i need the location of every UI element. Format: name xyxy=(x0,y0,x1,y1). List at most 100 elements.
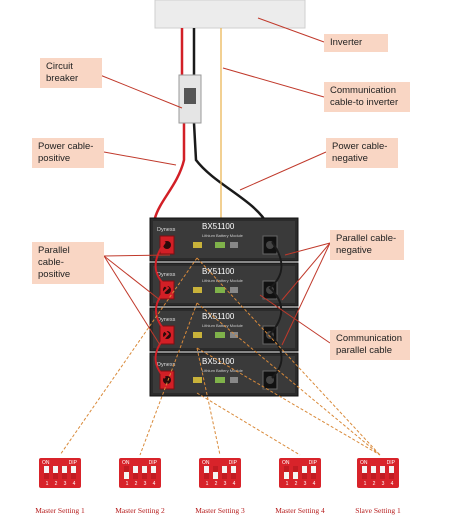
dip-switch-toggle xyxy=(124,466,129,479)
battery-dip-switch xyxy=(193,377,202,383)
dip-switch-toggle xyxy=(380,466,385,479)
power-cable-positive-label: Power cable- positive xyxy=(32,138,104,168)
dip-switch-number: 1 xyxy=(285,481,289,487)
dip-switch-toggle xyxy=(204,466,209,479)
battery-model: BX51100 xyxy=(202,357,235,366)
dip-switch-number: 4 xyxy=(312,481,316,487)
dip-switch-number: 1 xyxy=(205,481,209,487)
battery-status-led xyxy=(215,242,225,248)
dip-switch-toggle xyxy=(222,466,227,479)
battery-subtitle: Lithium Battery Module xyxy=(202,233,244,238)
dip-switch-number: 4 xyxy=(390,481,394,487)
dip-switch-number: 4 xyxy=(232,481,236,487)
dip-switch-toggle xyxy=(151,466,156,479)
dip-dip-text: DIP xyxy=(148,460,157,466)
circuit-breaker-label: Circuit breaker xyxy=(40,58,102,88)
dip-switch-number: 1 xyxy=(363,481,367,487)
dip-switch-toggle xyxy=(44,466,49,479)
dip-switch-number: 4 xyxy=(72,481,76,487)
battery-brand: Dyness xyxy=(157,317,176,323)
inverter-label: Inverter xyxy=(324,34,388,52)
dip-switch-number: 3 xyxy=(143,481,147,487)
battery-model: BX51100 xyxy=(202,312,235,321)
callout-leaders xyxy=(99,17,331,346)
battery-brand: Dyness xyxy=(157,227,176,233)
inverter-unit xyxy=(154,0,306,29)
dip-switch-number: 3 xyxy=(63,481,67,487)
dip-on-text: ON xyxy=(202,460,210,466)
comm-parallel-cable-label: Communication parallel cable xyxy=(330,330,410,360)
dip-switch-toggle xyxy=(362,466,367,479)
dip-on-text: ON xyxy=(360,460,368,466)
power-cable-negative-label: Power cable- negative xyxy=(326,138,398,168)
dip-setting-label: Master Setting 1 xyxy=(35,506,85,515)
dip-switch-toggle xyxy=(62,466,67,479)
battery-status-led xyxy=(215,287,225,293)
battery-dip-switch xyxy=(193,332,202,338)
circuit-breaker xyxy=(178,74,202,124)
dip-switch-toggle xyxy=(133,466,138,479)
comm-cable-inverter-label: Communication cable-to inverter xyxy=(324,82,410,112)
dip-switch-toggle xyxy=(293,466,298,479)
battery-brand: Dyness xyxy=(157,272,176,278)
parallel-cable-negative-label: Parallel cable- negative xyxy=(330,230,404,260)
dip-switch-number: 2 xyxy=(54,481,58,487)
dip-switch-number: 2 xyxy=(372,481,376,487)
dip-switch-toggle xyxy=(284,466,289,479)
battery-subtitle: Lithium Battery Module xyxy=(202,368,244,373)
dip-switch-number: 2 xyxy=(214,481,218,487)
dip-dip-text: DIP xyxy=(386,460,395,466)
parallel-cable-negative xyxy=(268,241,283,379)
dip-setting-label: Master Setting 2 xyxy=(115,506,165,515)
power-cable-negative xyxy=(192,28,270,226)
dip-switch-number: 1 xyxy=(45,481,49,487)
dip-switch-number: 3 xyxy=(303,481,307,487)
dip-setting-label: Master Setting 4 xyxy=(275,506,325,515)
dip-switch-number: 2 xyxy=(294,481,298,487)
dip-switch-toggle xyxy=(53,466,58,479)
battery-status-led xyxy=(215,377,225,383)
dip-switch-number: 4 xyxy=(152,481,156,487)
dip-switch-toggle xyxy=(311,466,316,479)
dip-switch-toggle xyxy=(389,466,394,479)
dip-switch-number: 2 xyxy=(134,481,138,487)
battery-status-led xyxy=(215,332,225,338)
power-cable-positive xyxy=(153,28,186,219)
battery-dip-switch xyxy=(193,242,202,248)
dip-on-text: ON xyxy=(122,460,130,466)
battery-dip-switch xyxy=(193,287,202,293)
battery-model: BX51100 xyxy=(202,267,235,276)
dip-on-text: ON xyxy=(42,460,50,466)
parallel-cable-positive xyxy=(154,241,170,379)
dip-dip-text: DIP xyxy=(308,460,317,466)
dip-switch-number: 3 xyxy=(381,481,385,487)
dip-dashed-leaders xyxy=(59,257,381,456)
dip-switch-toggle xyxy=(231,466,236,479)
dip-on-text: ON xyxy=(282,460,290,466)
dip-switch-toggle xyxy=(302,466,307,479)
dip-setting-label: Master Setting 3 xyxy=(195,506,245,515)
dip-dip-text: DIP xyxy=(68,460,77,466)
dip-switch-number: 3 xyxy=(223,481,227,487)
dip-dip-text: DIP xyxy=(228,460,237,466)
battery-subtitle: Lithium Battery Module xyxy=(202,323,244,328)
dip-setting-label: Slave Setting 1 xyxy=(355,506,401,515)
dip-switch-number: 1 xyxy=(125,481,129,487)
battery-model: BX51100 xyxy=(202,222,235,231)
battery-brand: Dyness xyxy=(157,362,176,368)
dip-switch-toggle xyxy=(371,466,376,479)
dip-switch-toggle xyxy=(142,466,147,479)
battery-subtitle: Lithium Battery Module xyxy=(202,278,244,283)
dip-switch-toggle xyxy=(71,466,76,479)
parallel-cable-positive-label: Parallel cable- positive xyxy=(32,242,104,284)
